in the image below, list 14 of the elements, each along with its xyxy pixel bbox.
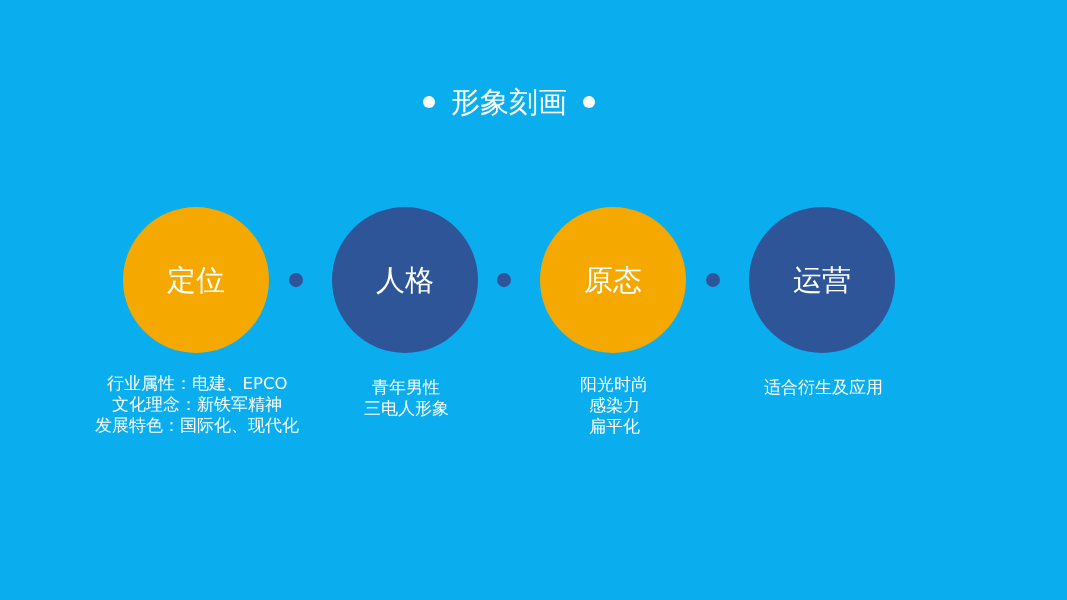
description-text: 感染力 — [588, 394, 640, 416]
category-circle: 定位 — [123, 207, 269, 353]
description-text: 文化理念：新铁军精神 — [112, 393, 282, 415]
category-circle: 原态 — [540, 207, 686, 353]
category-circle: 运营 — [749, 207, 895, 353]
description-text: 青年男性 — [372, 376, 440, 398]
title: 形象刻画 — [451, 84, 567, 120]
description-text: 三电人形象 — [363, 397, 449, 419]
description-text: 发展特色：国际化、现代化 — [95, 414, 299, 436]
description-text: 适合衍生及应用 — [763, 376, 883, 398]
category-circle: 人格 — [332, 207, 478, 353]
description-text: 阳光时尚 — [580, 373, 648, 395]
description-text: 扁平化 — [588, 415, 640, 437]
description-text: 行业属性：电建、EPCO — [106, 372, 288, 394]
